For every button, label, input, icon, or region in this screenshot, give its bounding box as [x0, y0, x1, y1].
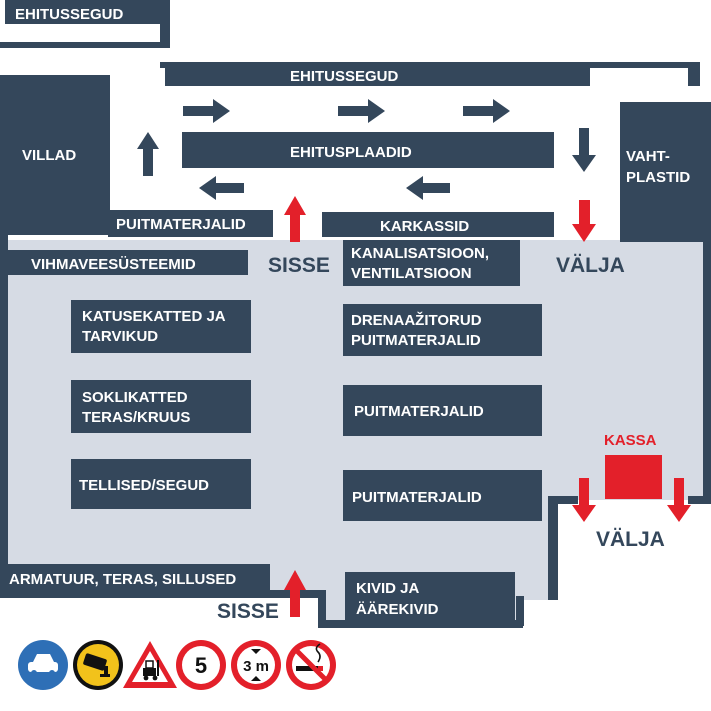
zone-kivid — [345, 572, 515, 624]
zone-ehitussegud-top-left-label: EHITUSSEGUD — [15, 6, 124, 23]
zone-ehitusplaadid-label: EHITUSPLAADID — [290, 144, 412, 161]
zone-puitmaterjalid-outdoor-label: PUITMATERJALID — [116, 216, 246, 233]
zone-kivid-label-2: ÄÄREKIVID — [356, 601, 439, 618]
arrow-left-icon — [199, 176, 244, 200]
zone-vahtplastid-label-2: PLASTID — [626, 169, 690, 186]
forklift-warning-icon — [123, 641, 177, 688]
zone-kivid-label-1: KIVID JA — [356, 580, 420, 597]
zone-drenaazitorud-label-2: PUITMATERJALID — [351, 332, 481, 349]
zone-armatuur — [0, 564, 270, 594]
entry-exit-arrows — [284, 196, 691, 617]
entrance-label-top: SISSE — [268, 254, 330, 277]
traffic-signs: 5 3 m — [18, 640, 336, 690]
arrow-down-icon — [572, 128, 596, 172]
entry-arrow-up-icon — [284, 570, 306, 617]
zone-soklikatted-label-2: TERAS/KRUUS — [82, 409, 190, 426]
arrow-up-icon — [137, 132, 159, 176]
height-limit-sign-icon: 3 m — [231, 640, 281, 690]
zone-puitmaterjalid-b — [343, 470, 542, 521]
zone-drenaazitorud — [343, 304, 542, 356]
speed-limit-sign-icon: 5 — [176, 640, 226, 690]
car-sign-icon — [18, 640, 68, 690]
speed-limit-value: 5 — [195, 653, 207, 678]
zone-villad-label: VILLAD — [22, 147, 76, 164]
zone-karkassid — [322, 212, 554, 237]
arrow-left-icon — [406, 176, 450, 200]
arrow-right-icon — [463, 99, 510, 123]
zone-soklikatted-label-1: SOKLIKATTED — [82, 389, 188, 406]
zone-katusekatted — [71, 300, 251, 353]
zone-katusekatted-label-2: TARVIKUD — [82, 328, 158, 345]
zone-karkassid-label: KARKASSID — [380, 218, 469, 235]
zone-drenaazitorud-label-1: DRENAAŽITORUD — [351, 311, 482, 329]
exit-arrow-down-icon — [572, 200, 596, 242]
exit-label-bottom: VÄLJA — [596, 528, 665, 551]
zone-armatuur-label: ARMATUUR, TERAS, SILLUSED — [9, 571, 236, 588]
kassa-box — [605, 455, 662, 499]
zone-katusekatted-label-1: KATUSEKATTED JA — [82, 308, 226, 325]
zone-vihmaveesusteemid — [8, 250, 248, 275]
zone-ehitusplaadid — [182, 132, 554, 168]
zone-puitmaterjalid-outdoor — [108, 210, 273, 237]
zone-kanalisatsioon-label-1: KANALISATSIOON, — [351, 245, 489, 262]
exit-arrow-down-icon — [572, 478, 596, 522]
zone-tellised — [71, 459, 251, 509]
zone-puitmaterjalid-a-label: PUITMATERJALID — [354, 403, 484, 420]
zone-ehitussegud-top-left — [5, 0, 165, 24]
arrow-right-icon — [338, 99, 385, 123]
zone-kanalisatsioon — [343, 240, 520, 286]
arrow-right-icon — [183, 99, 230, 123]
traffic-arrows — [137, 99, 596, 200]
kassa-label: KASSA — [604, 432, 657, 449]
no-smoking-sign-icon — [286, 640, 336, 690]
zone-vahtplastid-label-1: VAHT- — [626, 148, 670, 165]
zone-kanalisatsioon-label-2: VENTILATSIOON — [351, 265, 472, 282]
zone-villad — [0, 75, 110, 235]
zone-tellised-label: TELLISED/SEGUD — [79, 477, 209, 494]
zone-ehitussegud-top — [165, 62, 590, 86]
zone-puitmaterjalid-a — [343, 385, 542, 436]
entrance-label-bottom: SISSE — [217, 600, 279, 623]
zone-ehitussegud-top-label: EHITUSSEGUD — [290, 68, 399, 85]
cctv-sign-icon — [73, 640, 123, 690]
exit-arrow-down-icon — [667, 478, 691, 522]
zone-soklikatted — [71, 380, 251, 433]
height-limit-value: 3 m — [243, 658, 269, 675]
entry-arrow-up-icon — [284, 196, 306, 242]
zone-puitmaterjalid-b-label: PUITMATERJALID — [352, 489, 482, 506]
zone-vihmaveesusteemid-label: VIHMAVEESÜSTEEMID — [31, 256, 196, 273]
exit-label-top: VÄLJA — [556, 254, 625, 277]
zone-vahtplastid — [620, 102, 711, 242]
